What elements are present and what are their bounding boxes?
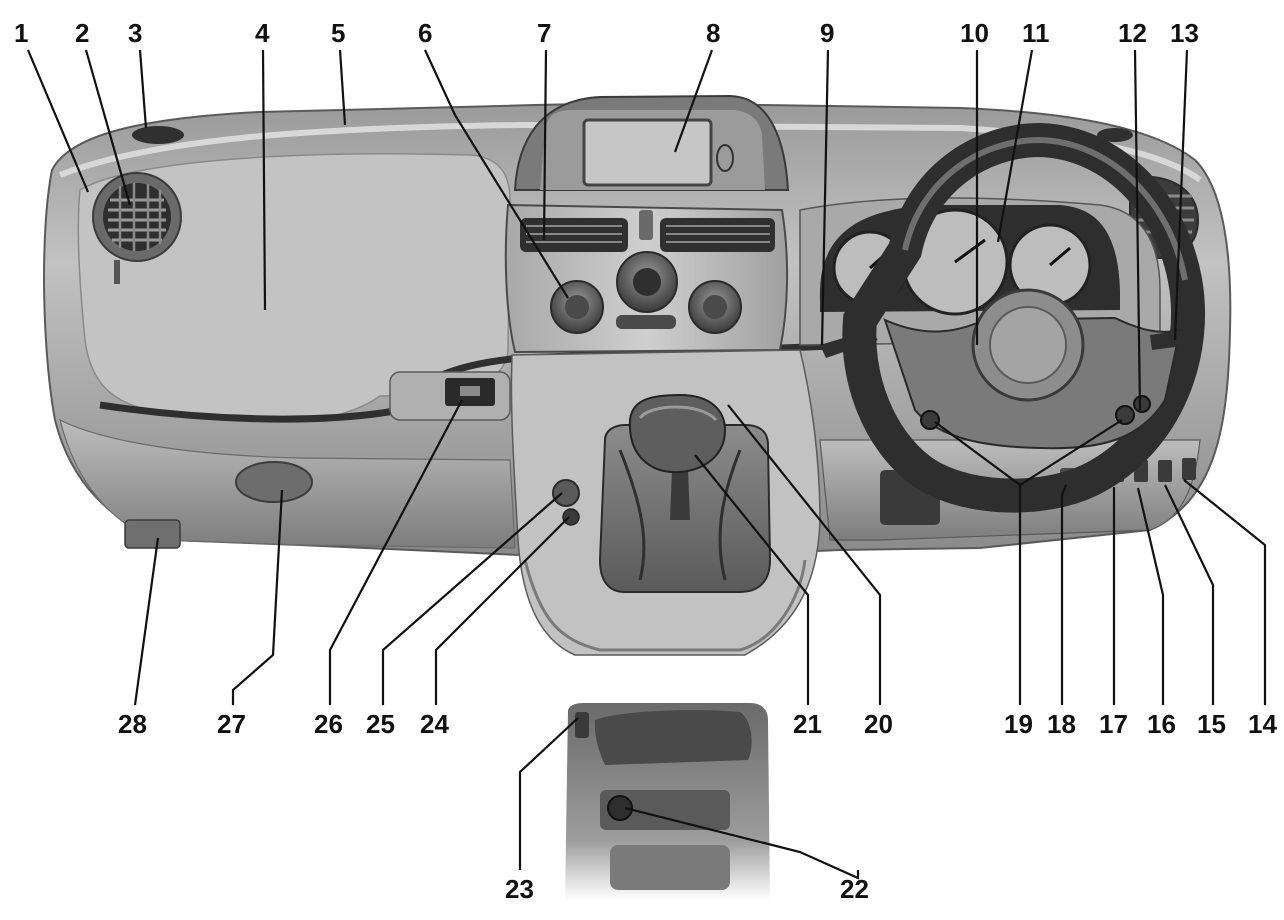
callout-28: 28 [118, 709, 147, 739]
callout-5: 5 [331, 18, 345, 48]
callout-17: 17 [1099, 709, 1128, 739]
callout-3: 3 [128, 18, 142, 48]
callout-13: 13 [1170, 18, 1199, 48]
callout-25: 25 [366, 709, 395, 739]
steering-wheel-icon [842, 122, 1205, 513]
storage-compartment [235, 461, 313, 503]
cigarette-lighter [552, 479, 580, 507]
callout-22: 22 [840, 874, 869, 904]
callout-9: 9 [820, 18, 834, 48]
speed-limiter-button [1133, 395, 1151, 413]
callout-11: 11 [1022, 18, 1050, 48]
callout-19: 19 [1004, 709, 1033, 739]
dashboard-illustration [43, 94, 1232, 900]
callout-10: 10 [960, 18, 989, 48]
gear-lever-icon [628, 393, 727, 520]
leader-lines [26, 49, 1267, 880]
callout-23: 23 [505, 874, 534, 904]
display-screen-icon [513, 94, 790, 191]
central-air-vents [520, 210, 775, 252]
callout-8: 8 [706, 18, 720, 48]
callout-15: 15 [1197, 709, 1226, 739]
callout-14: 14 [1248, 709, 1277, 739]
wiper-stalk [1150, 330, 1190, 350]
steering-wheel-button [1115, 405, 1135, 425]
callout-26: 26 [314, 709, 343, 739]
callout-20: 20 [864, 709, 893, 739]
callout-16: 16 [1147, 709, 1176, 739]
callout-27: 27 [217, 709, 246, 739]
callout-21: 21 [793, 709, 822, 739]
accessories-socket [562, 508, 580, 526]
callout-2: 2 [75, 18, 89, 48]
callout-18: 18 [1047, 709, 1076, 739]
cruise-control-button [920, 410, 940, 430]
console-detail-inset [565, 703, 770, 900]
callout-12: 12 [1118, 18, 1147, 48]
callout-4: 4 [255, 18, 270, 48]
air-vent-icon [92, 172, 182, 284]
callout-7: 7 [537, 18, 551, 48]
callout-6: 6 [418, 18, 432, 48]
lighting-stalk [820, 330, 878, 358]
callout-1: 1 [14, 18, 28, 48]
accessories-socket-rear [607, 795, 633, 821]
callout-labels: 1 2 3 4 5 6 7 8 9 10 11 12 13 14 15 16 1… [14, 18, 1277, 904]
callout-24: 24 [420, 709, 449, 739]
